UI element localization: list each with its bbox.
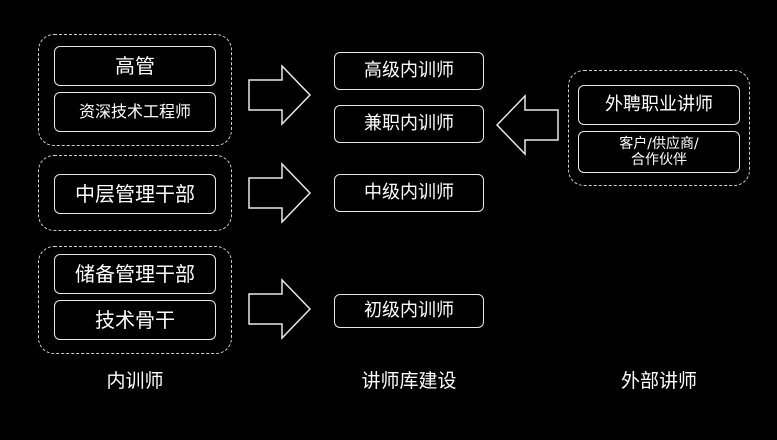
technical-backbone-box: 技术骨干 xyxy=(54,300,216,340)
arrow-right-icon xyxy=(248,162,312,224)
internal-group-middle xyxy=(38,155,232,231)
arrow-right-icon xyxy=(248,278,312,340)
middle-manager-box: 中层管理干部 xyxy=(54,174,216,214)
senior-trainer-box: 高级内训师 xyxy=(334,52,484,90)
external-trainer-caption: 外部讲师 xyxy=(620,370,697,392)
executive-box: 高管 xyxy=(54,46,216,86)
internal-trainer-caption: 内训师 xyxy=(106,370,164,392)
arrow-left-icon xyxy=(496,94,559,156)
part-time-trainer-box: 兼职内训师 xyxy=(334,105,484,143)
trainer-library-caption: 讲师库建设 xyxy=(361,370,457,392)
arrow-right-icon xyxy=(248,64,312,126)
internal-group-reserve xyxy=(38,246,232,354)
reserve-manager-box: 储备管理干部 xyxy=(54,254,216,294)
junior-trainer-box: 初级内训师 xyxy=(334,294,484,328)
intermediate-trainer-box: 中级内训师 xyxy=(334,174,484,212)
internal-group-senior xyxy=(38,34,232,146)
partner-trainer-line1: 客户/供应商/ xyxy=(619,135,699,152)
partner-trainer-line2: 合作伙伴 xyxy=(631,152,687,168)
partner-trainer-box: 客户/供应商/ 合作伙伴 xyxy=(578,131,740,173)
senior-engineer-box: 资深技术工程师 xyxy=(54,92,216,132)
external-professional-trainer-box: 外聘职业讲师 xyxy=(578,85,740,125)
external-group xyxy=(568,70,750,186)
